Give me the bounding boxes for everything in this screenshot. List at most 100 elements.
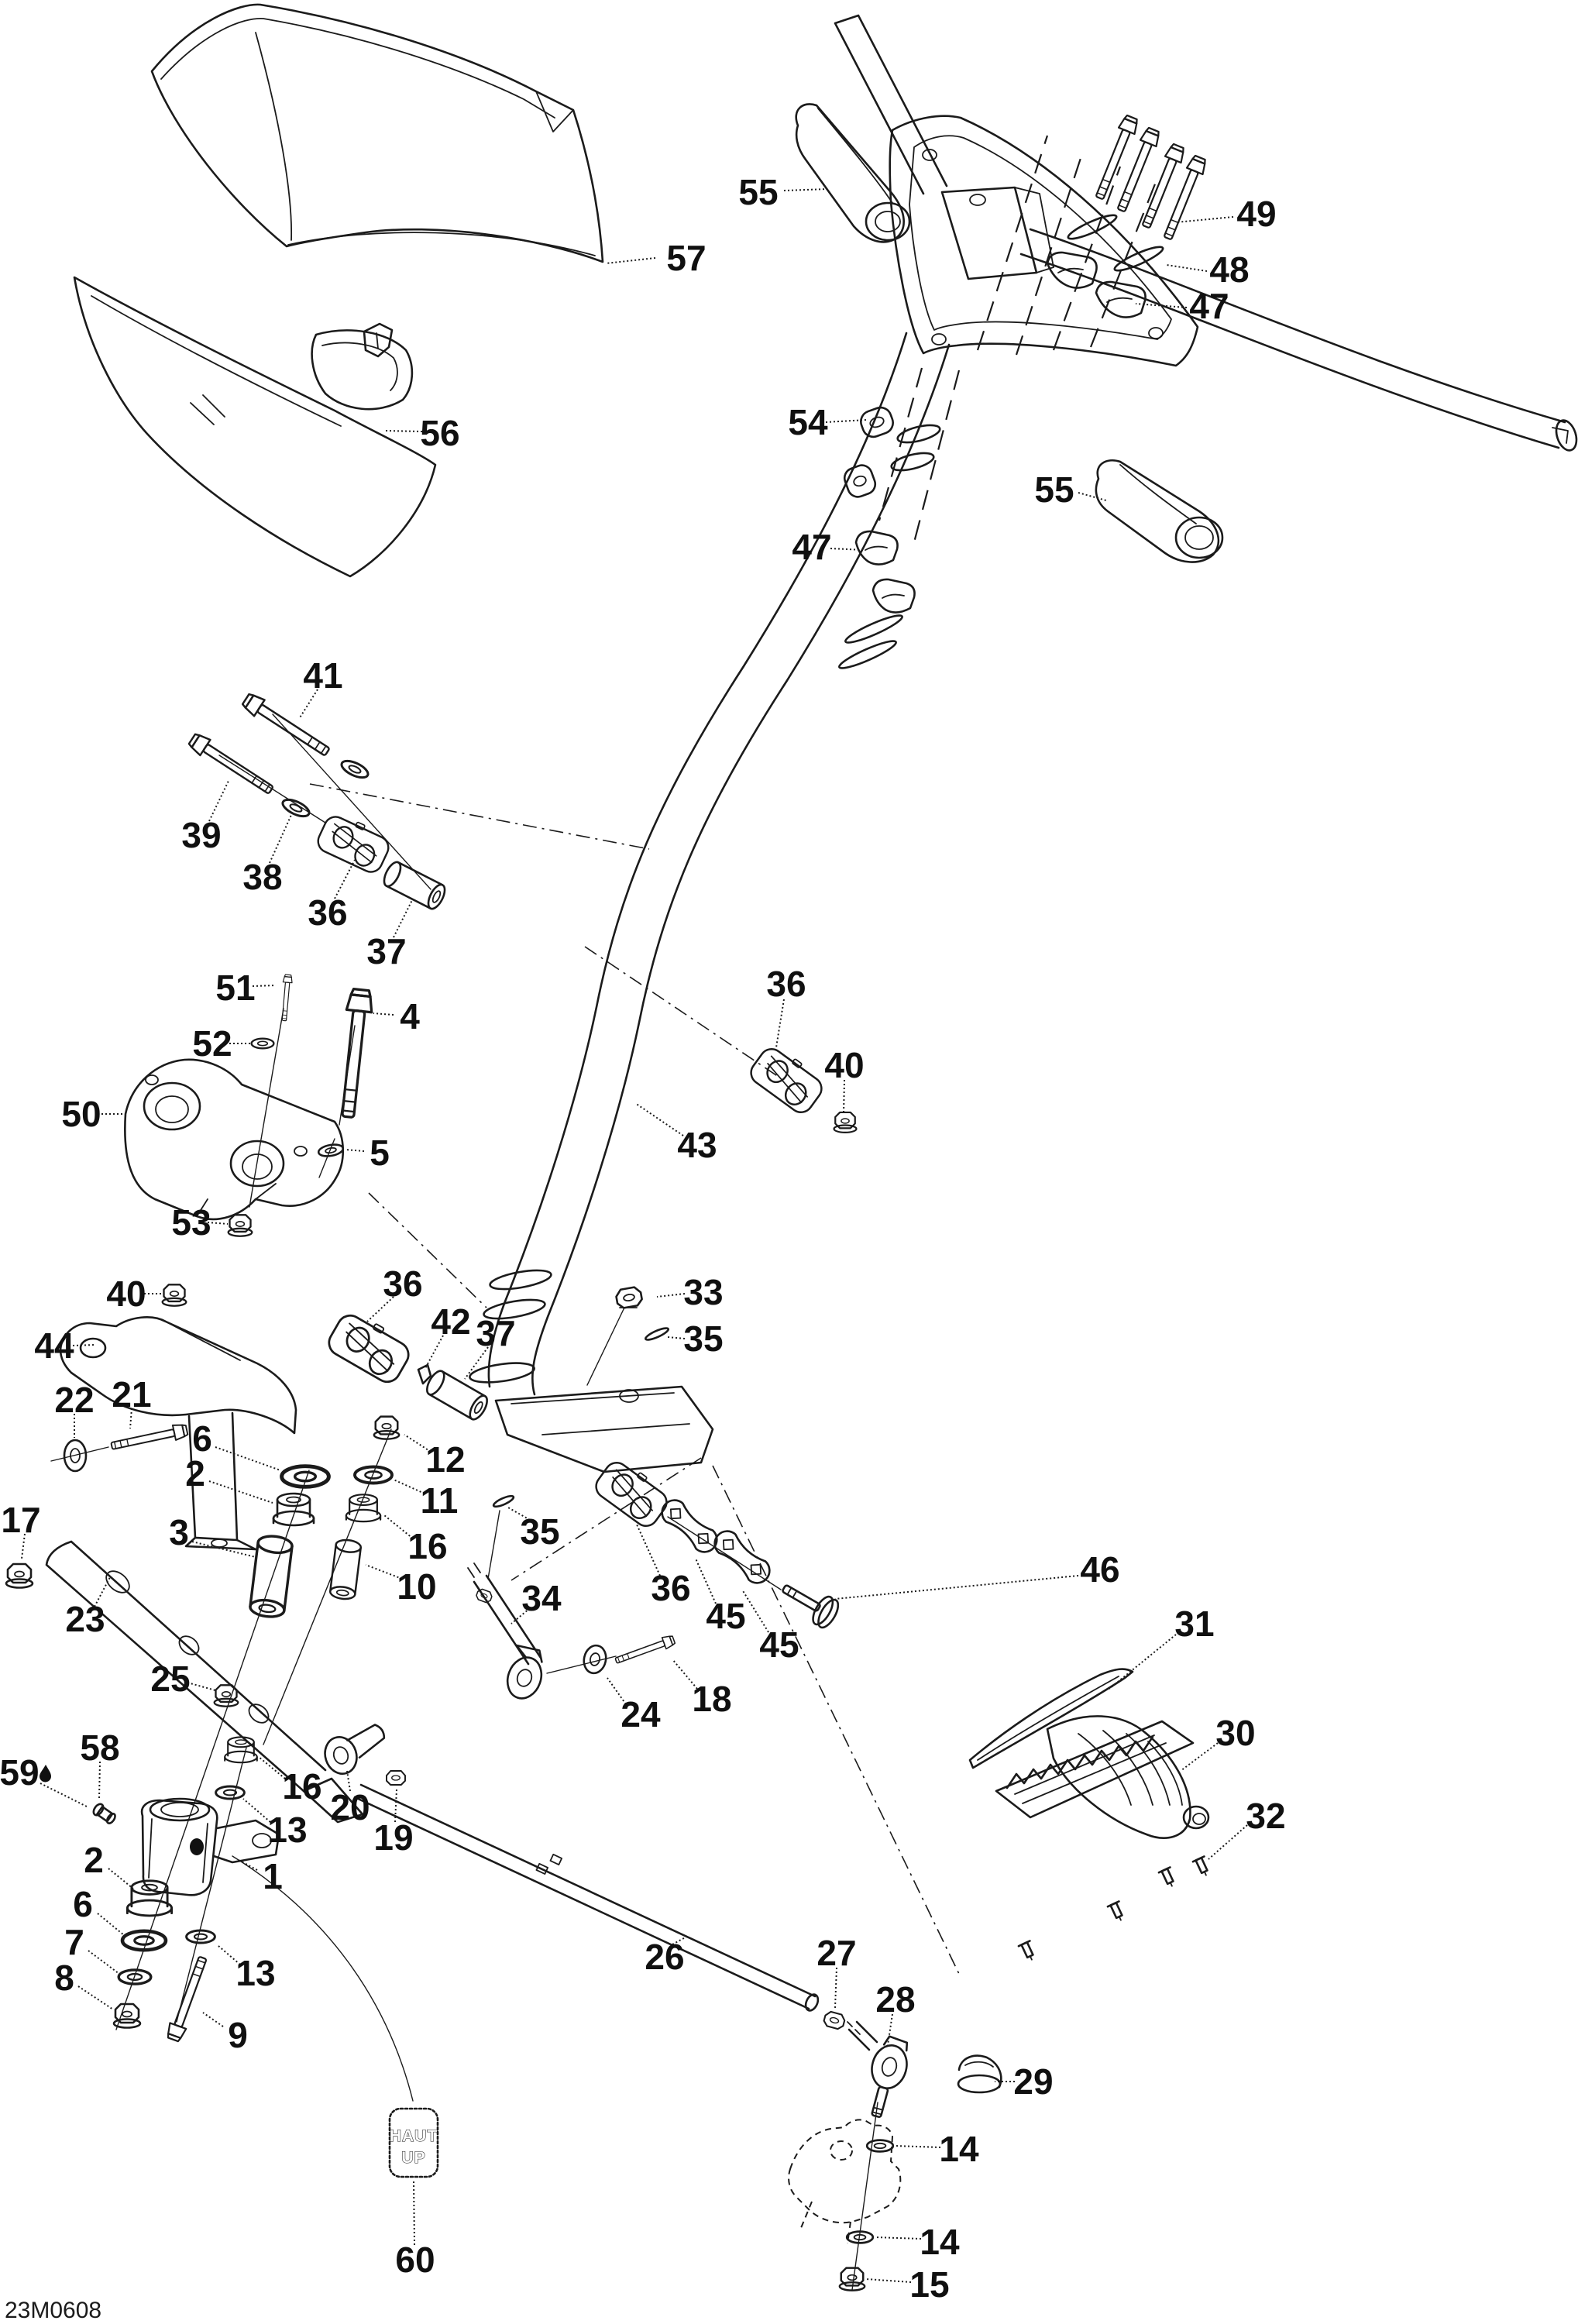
leader-line xyxy=(393,1479,425,1494)
leader-line xyxy=(695,1558,717,1604)
callout-49-4: 49 xyxy=(1175,194,1277,234)
leader-line xyxy=(21,1533,26,1559)
leader-line xyxy=(191,1541,256,1558)
callout-8-63: 8 xyxy=(54,1958,114,2010)
callout-42-28: 42 xyxy=(424,1301,471,1370)
callout-30-51: 30 xyxy=(1180,1713,1256,1772)
part-number: 40 xyxy=(106,1274,146,1314)
part-number: 13 xyxy=(235,1953,275,1993)
part-number: 27 xyxy=(817,1933,856,1973)
callout-26-66: 26 xyxy=(645,1934,690,1977)
part-number: 52 xyxy=(192,1023,232,1064)
callout-23-39: 23 xyxy=(65,1576,111,1639)
part-number: 32 xyxy=(1246,1796,1285,1836)
leader-line xyxy=(834,1575,1079,1600)
callout-50-17: 50 xyxy=(61,1094,122,1134)
tie-rod-end-20 xyxy=(324,1724,386,1775)
callout-3-40: 3 xyxy=(169,1512,256,1558)
part-number: 36 xyxy=(651,1568,690,1608)
callout-45-46: 45 xyxy=(741,1589,799,1665)
leader-line xyxy=(672,1659,698,1690)
leader-line xyxy=(404,1434,431,1452)
part-number: 43 xyxy=(677,1125,717,1165)
leader-line xyxy=(607,1677,627,1705)
part-number: 55 xyxy=(738,172,778,212)
part-number: 14 xyxy=(939,2129,979,2169)
callout-24-49: 24 xyxy=(607,1677,661,1734)
callout-34-43: 34 xyxy=(511,1578,562,1624)
part-number: 9 xyxy=(228,2015,248,2055)
callout-56-1: 56 xyxy=(385,413,460,453)
part-number: 41 xyxy=(303,655,342,696)
steering-column xyxy=(469,332,951,1473)
part-number: 3 xyxy=(169,1512,189,1552)
part-number: 11 xyxy=(421,1480,459,1521)
part-number: 22 xyxy=(54,1380,94,1420)
part-number: 35 xyxy=(520,1511,559,1552)
leader-line xyxy=(207,1222,229,1225)
callout-41-9: 41 xyxy=(298,655,343,720)
leader-line xyxy=(825,419,867,423)
leader-line xyxy=(511,1607,531,1624)
callout-31-50: 31 xyxy=(1109,1604,1215,1690)
tie-rod-34 xyxy=(467,1494,677,1700)
part-number: 30 xyxy=(1215,1713,1255,1753)
part-number: 19 xyxy=(373,1817,413,1858)
leader-line xyxy=(252,985,277,987)
callout-51-14: 51 xyxy=(215,968,277,1008)
leader-line xyxy=(202,2012,224,2027)
leader-line xyxy=(393,899,413,938)
callout-18-48: 18 xyxy=(672,1659,732,1719)
part-number: 39 xyxy=(181,815,221,855)
callout-58-53: 58 xyxy=(80,1728,120,1800)
callout-21-31: 21 xyxy=(112,1374,152,1429)
part-number: 33 xyxy=(683,1272,723,1312)
leader-line xyxy=(1175,216,1234,223)
part-number: 51 xyxy=(215,968,255,1008)
callout-35-42: 35 xyxy=(507,1507,560,1552)
handlebar-assembly xyxy=(795,14,1578,563)
leader-line xyxy=(656,1293,686,1298)
centerlines xyxy=(309,783,960,1975)
part-number: 34 xyxy=(521,1578,562,1618)
callout-19-58: 19 xyxy=(373,1789,414,1858)
callout-1-59: 1 xyxy=(236,1856,283,1896)
callout-39-10: 39 xyxy=(181,779,230,855)
part-number: 26 xyxy=(645,1937,684,1977)
callout-13-64: 13 xyxy=(218,1945,276,1993)
leader-line xyxy=(236,1858,258,1871)
leader-line xyxy=(88,1950,120,1975)
callout-12-34: 12 xyxy=(404,1434,466,1480)
callout-4-16: 4 xyxy=(373,996,420,1037)
part-number: 36 xyxy=(308,892,347,933)
haut-up-decal: HAUT UP xyxy=(232,1855,439,2178)
part-number: 55 xyxy=(1034,469,1074,510)
callout-28-68: 28 xyxy=(875,1979,916,2046)
handlebar-riser xyxy=(940,186,1054,280)
callout-2-60: 2 xyxy=(84,1840,134,1889)
sheet-code: 23M0608 xyxy=(5,2298,101,2323)
decal-line1: HAUT xyxy=(390,2127,438,2145)
part-number: 12 xyxy=(425,1439,465,1480)
leader-line xyxy=(345,1149,365,1152)
handlebar-mount-lugs xyxy=(843,406,894,498)
decal-line2: UP xyxy=(401,2149,425,2167)
leader-line xyxy=(634,1102,684,1136)
callout-55-3: 55 xyxy=(1034,469,1107,510)
leader-line xyxy=(72,1344,95,1346)
leader-line xyxy=(741,1589,769,1633)
part-number: 44 xyxy=(34,1325,74,1366)
callout-54-7: 54 xyxy=(788,402,867,442)
callout-11-35: 11 xyxy=(393,1479,459,1521)
part-number: 36 xyxy=(383,1263,422,1304)
leader-line xyxy=(775,999,785,1048)
column-clamp-set xyxy=(838,530,916,669)
part-number: 56 xyxy=(420,413,459,453)
leader-line xyxy=(1180,1742,1219,1772)
callout-37-13: 37 xyxy=(366,899,413,971)
part-number: 24 xyxy=(621,1694,661,1734)
callout-13-56: 13 xyxy=(242,1798,308,1850)
windshield-deflector xyxy=(73,276,437,578)
part-number: 15 xyxy=(909,2264,949,2305)
